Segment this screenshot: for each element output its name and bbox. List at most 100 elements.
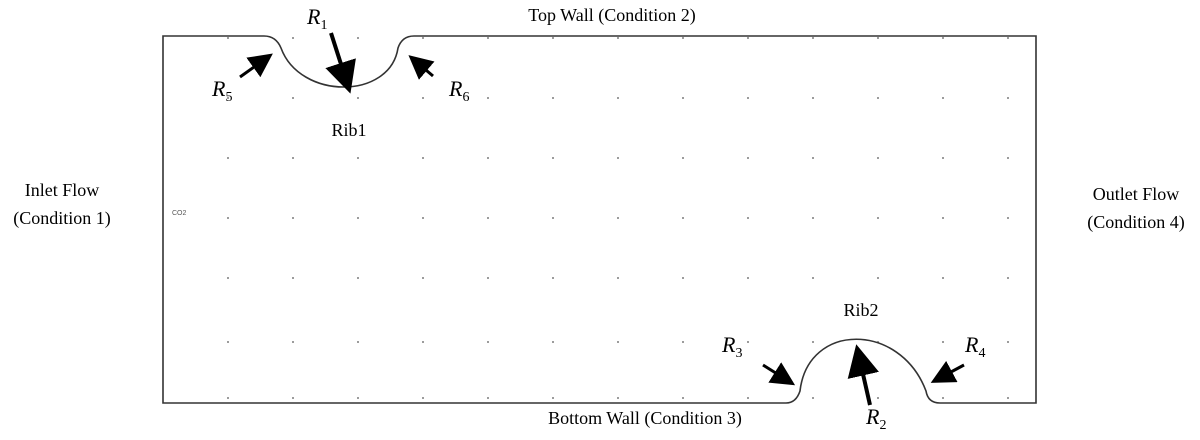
grid-dot <box>942 37 944 39</box>
r2-label: R2 <box>865 404 886 433</box>
grid-dot <box>292 157 294 159</box>
grid-dot <box>812 97 814 99</box>
grid-dot <box>877 37 879 39</box>
grid-dot <box>1007 157 1009 159</box>
rib2-label: Rib2 <box>843 300 878 320</box>
grid-dot <box>747 277 749 279</box>
grid-dot <box>812 397 814 399</box>
grid-dot <box>357 277 359 279</box>
grid-dot <box>1007 397 1009 399</box>
grid-dot <box>682 397 684 399</box>
grid-dot <box>877 157 879 159</box>
grid-dot <box>292 397 294 399</box>
grid-dot <box>747 97 749 99</box>
grid-dot <box>422 397 424 399</box>
outlet-flow-label: Outlet Flow <box>1093 184 1180 204</box>
grid-dot <box>422 217 424 219</box>
grid-dot <box>357 217 359 219</box>
grid-dot <box>292 37 294 39</box>
grid-dot <box>942 157 944 159</box>
grid-dot <box>877 217 879 219</box>
grid-dot <box>292 97 294 99</box>
grid-dot <box>812 157 814 159</box>
r3-label: R3 <box>721 332 742 361</box>
r5-arrow <box>239 53 273 79</box>
grid-dot <box>1007 341 1009 343</box>
rib1-label: Rib1 <box>331 120 366 140</box>
grid-dot <box>682 37 684 39</box>
grid-dot <box>1007 97 1009 99</box>
grid-dot <box>227 277 229 279</box>
domain-tag: CO2 <box>172 210 187 217</box>
grid-dot <box>747 37 749 39</box>
grid-dot <box>552 397 554 399</box>
grid-dot <box>357 157 359 159</box>
bottom-wall-label: Bottom Wall (Condition 3) <box>548 408 742 429</box>
grid-dot <box>292 217 294 219</box>
r6-label: R6 <box>448 76 469 105</box>
grid-dot <box>812 217 814 219</box>
grid-dot <box>487 37 489 39</box>
mesh-grid-dots <box>227 37 1009 399</box>
r3-arrow <box>762 362 796 386</box>
grid-dot <box>487 341 489 343</box>
grid-dot <box>552 277 554 279</box>
grid-dot <box>812 277 814 279</box>
grid-dot <box>682 157 684 159</box>
grid-dot <box>227 97 229 99</box>
grid-dot <box>877 397 879 399</box>
r5-label: R5 <box>211 76 232 105</box>
grid-dot <box>942 277 944 279</box>
r2-arrow <box>847 344 879 406</box>
grid-dot <box>747 217 749 219</box>
grid-dot <box>747 397 749 399</box>
grid-dot <box>357 37 359 39</box>
grid-dot <box>617 217 619 219</box>
grid-dot <box>357 397 359 399</box>
grid-dot <box>617 341 619 343</box>
top-wall-label: Top Wall (Condition 2) <box>528 5 695 26</box>
grid-dot <box>1007 217 1009 219</box>
grid-dot <box>617 397 619 399</box>
grid-dot <box>617 37 619 39</box>
grid-dot <box>682 277 684 279</box>
grid-dot <box>422 157 424 159</box>
grid-dot <box>292 341 294 343</box>
grid-dot <box>227 37 229 39</box>
grid-dot <box>1007 277 1009 279</box>
grid-dot <box>357 97 359 99</box>
grid-dot <box>747 341 749 343</box>
grid-dot <box>682 97 684 99</box>
grid-dot <box>617 157 619 159</box>
grid-dot <box>422 37 424 39</box>
grid-dot <box>1007 37 1009 39</box>
grid-dot <box>487 97 489 99</box>
grid-dot <box>617 277 619 279</box>
grid-dot <box>487 217 489 219</box>
inlet-condition-label: (Condition 1) <box>13 208 111 229</box>
grid-dot <box>357 341 359 343</box>
grid-dot <box>292 277 294 279</box>
grid-dot <box>227 397 229 399</box>
grid-dot <box>487 397 489 399</box>
grid-dot <box>552 157 554 159</box>
outlet-condition-label: (Condition 4) <box>1087 212 1185 233</box>
grid-dot <box>227 217 229 219</box>
r4-arrow <box>930 360 965 383</box>
r4-label: R4 <box>964 332 985 361</box>
grid-dot <box>552 97 554 99</box>
grid-dot <box>487 157 489 159</box>
grid-dot <box>812 37 814 39</box>
channel-outline <box>162 35 1037 404</box>
grid-dot <box>617 97 619 99</box>
grid-dot <box>552 37 554 39</box>
grid-dot <box>682 217 684 219</box>
r1-label: R1 <box>306 4 327 33</box>
inlet-flow-label: Inlet Flow <box>25 180 100 200</box>
grid-dot <box>422 277 424 279</box>
r1-arrow <box>325 32 356 94</box>
grid-dot <box>227 341 229 343</box>
grid-dot <box>942 217 944 219</box>
grid-dot <box>552 341 554 343</box>
